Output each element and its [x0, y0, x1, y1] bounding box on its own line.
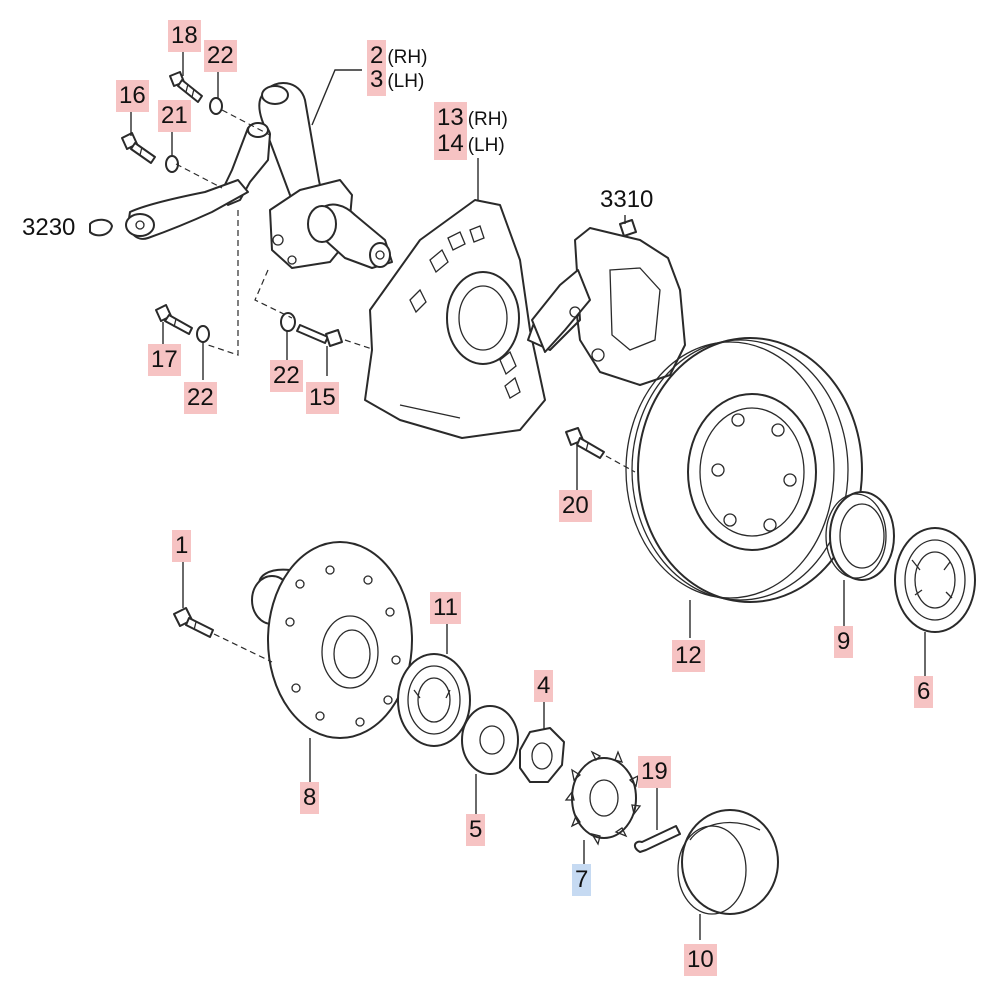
thrust-washer [461, 705, 519, 775]
washer-22-top [209, 97, 223, 115]
ref-code-3310: 3310 [600, 186, 654, 213]
wheel-bearing-inner [397, 653, 471, 747]
callout-9: 9 [830, 626, 857, 658]
callout-4: 4 [530, 670, 557, 702]
bolt-17 [155, 304, 193, 335]
washer-22-left [196, 325, 210, 343]
tie-rod-arm [89, 179, 249, 240]
washer-22-mid [280, 312, 296, 332]
hub-bolt [173, 607, 214, 638]
callout-6: 6 [910, 676, 937, 708]
oil-seal [825, 491, 895, 581]
callout-14-lh: 14(LH) [430, 128, 509, 160]
brake-caliper [527, 219, 686, 386]
callout-15: 15 [302, 382, 343, 414]
callout-12: 12 [668, 640, 709, 672]
callout-5: 5 [462, 814, 489, 846]
bolt-15 [296, 324, 343, 347]
callout-22-mid: 22 [266, 360, 307, 392]
bolt-16 [121, 132, 156, 164]
wheel-hub [251, 541, 413, 739]
callout-1: 1 [168, 530, 195, 562]
callout-10: 10 [680, 944, 721, 976]
cotter-pin [634, 825, 681, 853]
callout-7: 7 [568, 864, 595, 896]
ref-code-3230: 3230 [22, 214, 76, 241]
brake-disc [625, 337, 863, 603]
castle-lock [564, 750, 642, 846]
callout-22-left: 22 [180, 382, 221, 414]
callout-3-lh: 3(LH) [363, 64, 428, 96]
steering-knuckle [219, 82, 393, 269]
callout-19: 19 [634, 756, 675, 788]
callout-20: 20 [555, 490, 596, 522]
callout-21: 21 [154, 100, 195, 132]
callout-17: 17 [144, 344, 185, 376]
leader-lines [130, 50, 926, 940]
callout-22-top: 22 [200, 40, 241, 72]
assembly-line-knuckle [175, 109, 391, 356]
wheel-bearing-outer [894, 527, 976, 633]
bolt-20 [565, 427, 605, 459]
callout-18: 18 [164, 20, 205, 52]
lock-nut [519, 727, 565, 783]
callout-8: 8 [296, 782, 323, 814]
callout-11: 11 [426, 592, 465, 624]
callout-16: 16 [112, 80, 153, 112]
hub-cap [677, 809, 779, 915]
assembly-line-hub-bolt [213, 633, 273, 663]
dust-cover [364, 199, 546, 439]
callout-13-rh: 13(RH) [430, 102, 512, 134]
bolt-18 [169, 71, 203, 103]
assembly-line-bolt-20 [605, 455, 636, 473]
